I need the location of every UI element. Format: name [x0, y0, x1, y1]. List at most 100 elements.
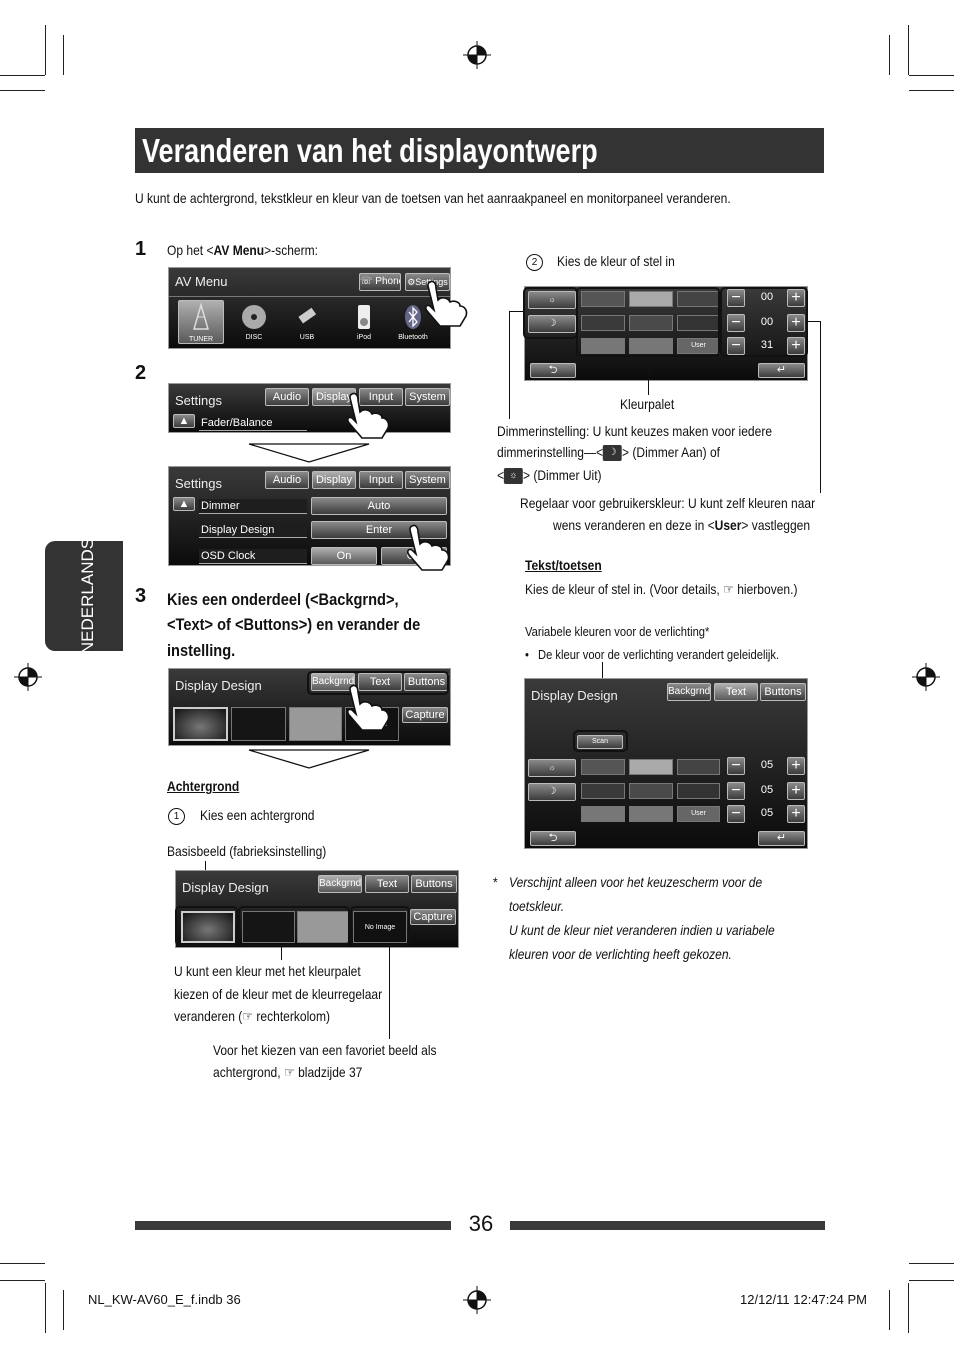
source-usb[interactable]: USB	[285, 302, 329, 346]
bg-default-thumb[interactable]	[181, 911, 235, 943]
tab-buttons[interactable]: Buttons	[760, 683, 806, 701]
user-text-line1: Regelaar voor gebruikerskleur: U kunt ze…	[520, 495, 816, 511]
circled-number: 2	[526, 254, 543, 271]
bg-no-image[interactable]: No Image	[353, 911, 407, 943]
plus-button[interactable]: +	[787, 782, 805, 800]
source-bluetooth[interactable]: Bluetooth	[391, 302, 435, 346]
tab-system[interactable]: System	[405, 471, 450, 489]
palette-swatch[interactable]	[677, 783, 720, 799]
tekst-body: Kies de kleur of stel in. (Voor details,…	[525, 581, 798, 597]
scan-button[interactable]: Scan	[577, 735, 623, 749]
bg-default-thumb[interactable]	[173, 707, 228, 741]
footnote-line1: Verschijnt alleen voor het keuzescherm v…	[509, 874, 763, 890]
minus-button[interactable]: −	[727, 289, 745, 307]
palette-swatch[interactable]	[629, 338, 673, 354]
minus-button[interactable]: −	[727, 314, 745, 332]
source-disc[interactable]: DISC	[232, 302, 276, 346]
tab-text[interactable]: Text	[714, 683, 758, 701]
language-label: NEDERLANDS	[78, 537, 97, 655]
footer-file: NL_KW-AV60_E_f.indb 36	[88, 1292, 241, 1307]
capture-button[interactable]: Capture	[410, 909, 456, 925]
palette-swatch[interactable]	[581, 783, 625, 799]
bg-grey-thumb[interactable]	[289, 707, 342, 741]
note2-line2: achtergrond, ☞ bladzijde 37	[213, 1064, 363, 1080]
palette-swatch[interactable]	[677, 759, 720, 775]
plus-button[interactable]: +	[787, 337, 805, 355]
source-ipod[interactable]: iPod	[342, 302, 386, 346]
palette-swatch[interactable]	[629, 759, 673, 775]
tab-input[interactable]: Input	[359, 471, 403, 489]
palette-swatch[interactable]	[581, 315, 625, 331]
back-button[interactable]: ⮌	[530, 831, 576, 846]
tab-text[interactable]: Text	[358, 673, 402, 691]
plus-button[interactable]: +	[787, 805, 805, 823]
palette-swatch[interactable]	[629, 783, 673, 799]
footnote-line2: toetskleur.	[509, 898, 565, 914]
screen-title: Display Design	[175, 678, 262, 693]
palette-swatch[interactable]	[581, 338, 625, 354]
user-swatch[interactable]: User	[677, 806, 720, 822]
step2-right-text: Kies de kleur of stel in	[557, 253, 675, 269]
tab-system[interactable]: System	[405, 388, 450, 406]
enter-button[interactable]: ↵	[758, 831, 805, 846]
tab-backgrnd[interactable]: Backgrnd	[311, 673, 355, 691]
user-adjuster-highlight	[720, 287, 808, 357]
minus-button[interactable]: −	[727, 805, 745, 823]
tab-input[interactable]: Input	[359, 388, 403, 406]
tab-display[interactable]: Display	[312, 388, 356, 406]
scroll-up-button[interactable]: ▲	[173, 497, 195, 511]
source-tuner[interactable]: TUNER	[178, 300, 224, 344]
osd-on[interactable]: On	[311, 547, 377, 565]
dimmer-off-button[interactable]: ☼	[528, 759, 576, 777]
plus-button[interactable]: +	[787, 314, 805, 332]
page-title: Veranderen van het displayontwerp	[142, 132, 598, 169]
tab-backgrnd[interactable]: Backgrnd	[318, 875, 362, 893]
dimmer-value[interactable]: Auto	[311, 497, 447, 515]
achtergrond-heading: Achtergrond	[167, 778, 240, 794]
enter-button[interactable]: ↵	[758, 363, 805, 378]
palette-swatch[interactable]	[629, 291, 673, 307]
palette-swatch[interactable]	[581, 291, 625, 307]
tab-audio[interactable]: Audio	[265, 471, 309, 489]
row-label: Fader/Balance	[199, 416, 307, 431]
bg-dark-thumb[interactable]	[231, 707, 286, 741]
tab-buttons[interactable]: Buttons	[404, 673, 449, 691]
variabel-item: De kleur voor de verlichting verandert g…	[538, 647, 780, 662]
plus-button[interactable]: +	[787, 289, 805, 307]
dimmer-on-button[interactable]: ☽	[528, 315, 576, 333]
palette-swatch[interactable]	[629, 315, 673, 331]
tab-display[interactable]: Display	[312, 471, 356, 489]
dimmer-off-button[interactable]: ☼	[528, 291, 576, 309]
hand-pointer-icon	[407, 524, 450, 571]
scroll-up-button[interactable]: ▲	[173, 414, 195, 428]
bullet: •	[525, 647, 529, 662]
footnote-line4: kleuren voor de verlichting heeft gekoze…	[509, 946, 732, 962]
tabs-highlight	[307, 671, 449, 695]
minus-button[interactable]: −	[727, 757, 745, 775]
bg-dark-thumb[interactable]	[242, 911, 295, 943]
dimmer-on-button[interactable]: ☽	[528, 783, 576, 801]
minus-button[interactable]: −	[727, 782, 745, 800]
note2-line1: Voor het kiezen van een favoriet beeld a…	[213, 1042, 437, 1058]
tab-backgrnd[interactable]: Backgrnd	[667, 683, 711, 701]
tab-buttons[interactable]: Buttons	[411, 875, 457, 893]
user-text-line2: wens veranderen en deze in <User> vastle…	[553, 517, 811, 533]
phone-button[interactable]: ☏ Phone	[359, 273, 401, 291]
palette-swatch[interactable]	[581, 759, 625, 775]
minus-button[interactable]: −	[727, 337, 745, 355]
hand-pointer-icon	[347, 392, 390, 439]
tab-audio[interactable]: Audio	[265, 388, 309, 406]
plus-button[interactable]: +	[787, 757, 805, 775]
tab-text[interactable]: Text	[365, 875, 409, 893]
crop-mark	[63, 35, 64, 75]
crop-mark	[0, 90, 45, 91]
palette-swatch[interactable]	[629, 806, 673, 822]
capture-button[interactable]: Capture	[402, 707, 448, 723]
palette-swatch[interactable]	[581, 806, 625, 822]
callout-line	[509, 311, 510, 419]
intro-text: U kunt de achtergrond, tekstkleur en kle…	[135, 190, 731, 206]
note1-line2: kiezen of de kleur met de kleurregelaar	[174, 986, 383, 1002]
color-value: 05	[760, 784, 774, 796]
callout-line	[820, 321, 821, 493]
back-button[interactable]: ⮌	[530, 363, 576, 378]
